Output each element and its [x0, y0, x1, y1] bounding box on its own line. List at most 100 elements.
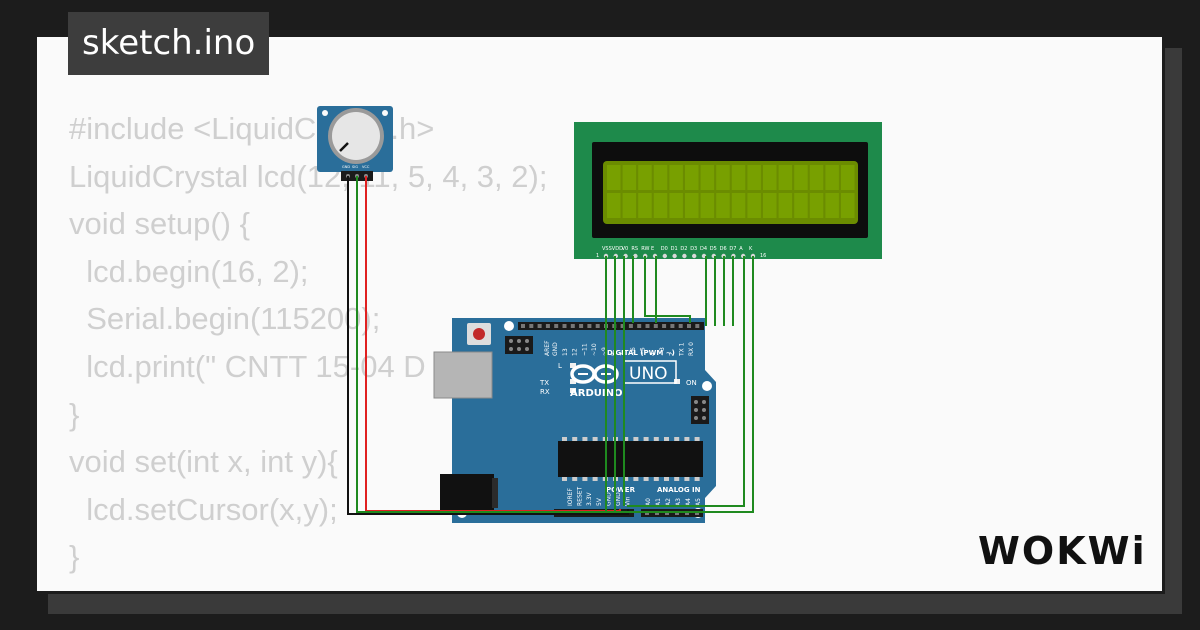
chip-pin — [643, 477, 649, 481]
code-line: void setup() { — [69, 206, 250, 242]
lcd-char-cell — [763, 165, 777, 190]
chip-pin — [572, 477, 578, 481]
header-pin[interactable] — [570, 324, 575, 328]
header-pin[interactable] — [670, 324, 675, 328]
analog-pin-label: A1 — [655, 498, 662, 506]
header-pin[interactable] — [537, 324, 542, 328]
lcd-pin-first: 1 — [596, 253, 599, 259]
pot-knob-icon — [332, 112, 380, 160]
lcd-pin[interactable] — [662, 253, 667, 259]
lcd-pin-label: D0 — [661, 246, 668, 252]
lcd-char-cell — [685, 193, 699, 218]
chip-pin — [653, 437, 659, 441]
label-l: L — [558, 362, 562, 370]
lcd-char-cell — [716, 193, 730, 218]
digital-header — [518, 322, 704, 330]
chip-pin — [643, 437, 649, 441]
digital-pin-label: RX 0 — [688, 342, 695, 356]
chip-pin — [582, 477, 588, 481]
analog-pin-label: A3 — [675, 498, 682, 506]
chip-pin — [562, 477, 567, 481]
led-l — [570, 363, 576, 368]
header-pin[interactable] — [554, 324, 559, 328]
potentiometer[interactable]: GND SIG VCC — [317, 106, 393, 181]
pot-mount-hole — [322, 110, 328, 116]
digital-label: DIGITAL (PWM ~) — [607, 349, 675, 357]
atmega-chip — [558, 441, 703, 477]
header-pin[interactable] — [521, 324, 525, 328]
chip-pin — [684, 477, 690, 481]
lcd-char-cell — [700, 165, 715, 190]
power-pin-label: RESET — [577, 486, 584, 506]
code-line: #include <LiquidCrystal.h> — [69, 111, 435, 146]
led-on — [674, 379, 680, 384]
lcd-pin-label: D7 — [729, 246, 736, 252]
lcd-pin[interactable] — [692, 253, 697, 259]
lcd-char-cell — [607, 165, 621, 190]
power-pin-label: IOREF — [567, 488, 574, 506]
chip-pin — [623, 477, 629, 481]
chip-pin — [633, 437, 639, 441]
code-line: lcd.begin(16, 2); — [69, 253, 309, 289]
wires — [347, 176, 754, 515]
digital-pin-label: 4 — [649, 352, 656, 356]
header-pin[interactable] — [620, 324, 625, 328]
lcd-pin-label: A — [739, 246, 743, 252]
arduino-uno-board[interactable]: L TX RX ON ARDUINO UNO DIGITAL (PWM ~) A… — [433, 318, 716, 523]
lcd-pin-label: D6 — [720, 246, 727, 252]
header-pin[interactable] — [562, 324, 567, 328]
wire-e[interactable] — [644, 256, 691, 323]
lcd-pin-label: RW — [641, 246, 649, 252]
chip-pin — [623, 437, 629, 441]
lcd-pin-label: V0 — [622, 246, 629, 252]
model-label: UNO — [629, 364, 668, 384]
lcd-pin[interactable] — [672, 253, 677, 259]
usb-port — [433, 351, 493, 399]
header-pin[interactable] — [637, 324, 642, 328]
header-pin[interactable] — [595, 324, 600, 328]
chip-pin — [664, 477, 669, 481]
chip-pin — [592, 477, 598, 481]
digital-pin-label: ~6 — [630, 347, 637, 356]
header-pin[interactable] — [628, 324, 633, 328]
chip-pin — [633, 477, 639, 481]
header-pin[interactable] — [587, 324, 592, 328]
header-pin[interactable] — [579, 324, 584, 328]
code-editor: #include <LiquidCrystal.h> LiquidCrystal… — [69, 105, 547, 591]
header-pin[interactable] — [695, 324, 700, 328]
digital-pin-label: ~9 — [601, 347, 608, 356]
chip-pin — [653, 477, 659, 481]
wire-a[interactable] — [627, 256, 745, 507]
chip-pin — [674, 437, 680, 441]
header-pin[interactable] — [545, 324, 550, 328]
lcd-char-cell — [763, 193, 777, 218]
lcd-char-cell — [731, 165, 746, 190]
power-label: POWER — [606, 486, 636, 494]
header-pin[interactable] — [687, 324, 691, 328]
lcd-pin-label: D5 — [710, 246, 717, 252]
lcd-char-cell — [638, 165, 652, 190]
lcd-char-cell — [716, 165, 730, 190]
pot-pin-sig: SIG — [352, 165, 358, 169]
icsp-header-left — [505, 336, 533, 354]
header-pin[interactable] — [529, 324, 534, 328]
wire-pot-sig[interactable] — [356, 176, 754, 513]
lcd-char-cell — [700, 193, 715, 218]
power-pin-label: GND — [615, 492, 622, 506]
header-pin[interactable] — [678, 324, 683, 328]
header-pin[interactable] — [662, 324, 667, 328]
lcd-pin[interactable] — [682, 253, 687, 259]
lcd-char-cell — [809, 193, 824, 218]
lcd-pin-label: D2 — [680, 246, 687, 252]
lcd-pin[interactable] — [633, 253, 638, 259]
power-jack — [440, 474, 494, 512]
analog-label: ANALOG IN — [657, 486, 701, 494]
lcd-char-cell — [747, 165, 761, 190]
header-pin[interactable] — [653, 324, 658, 328]
label-rx: RX — [540, 388, 550, 396]
header-pin[interactable] — [645, 324, 650, 328]
code-line: } — [69, 396, 80, 432]
file-tab[interactable]: sketch.ino — [68, 12, 270, 75]
